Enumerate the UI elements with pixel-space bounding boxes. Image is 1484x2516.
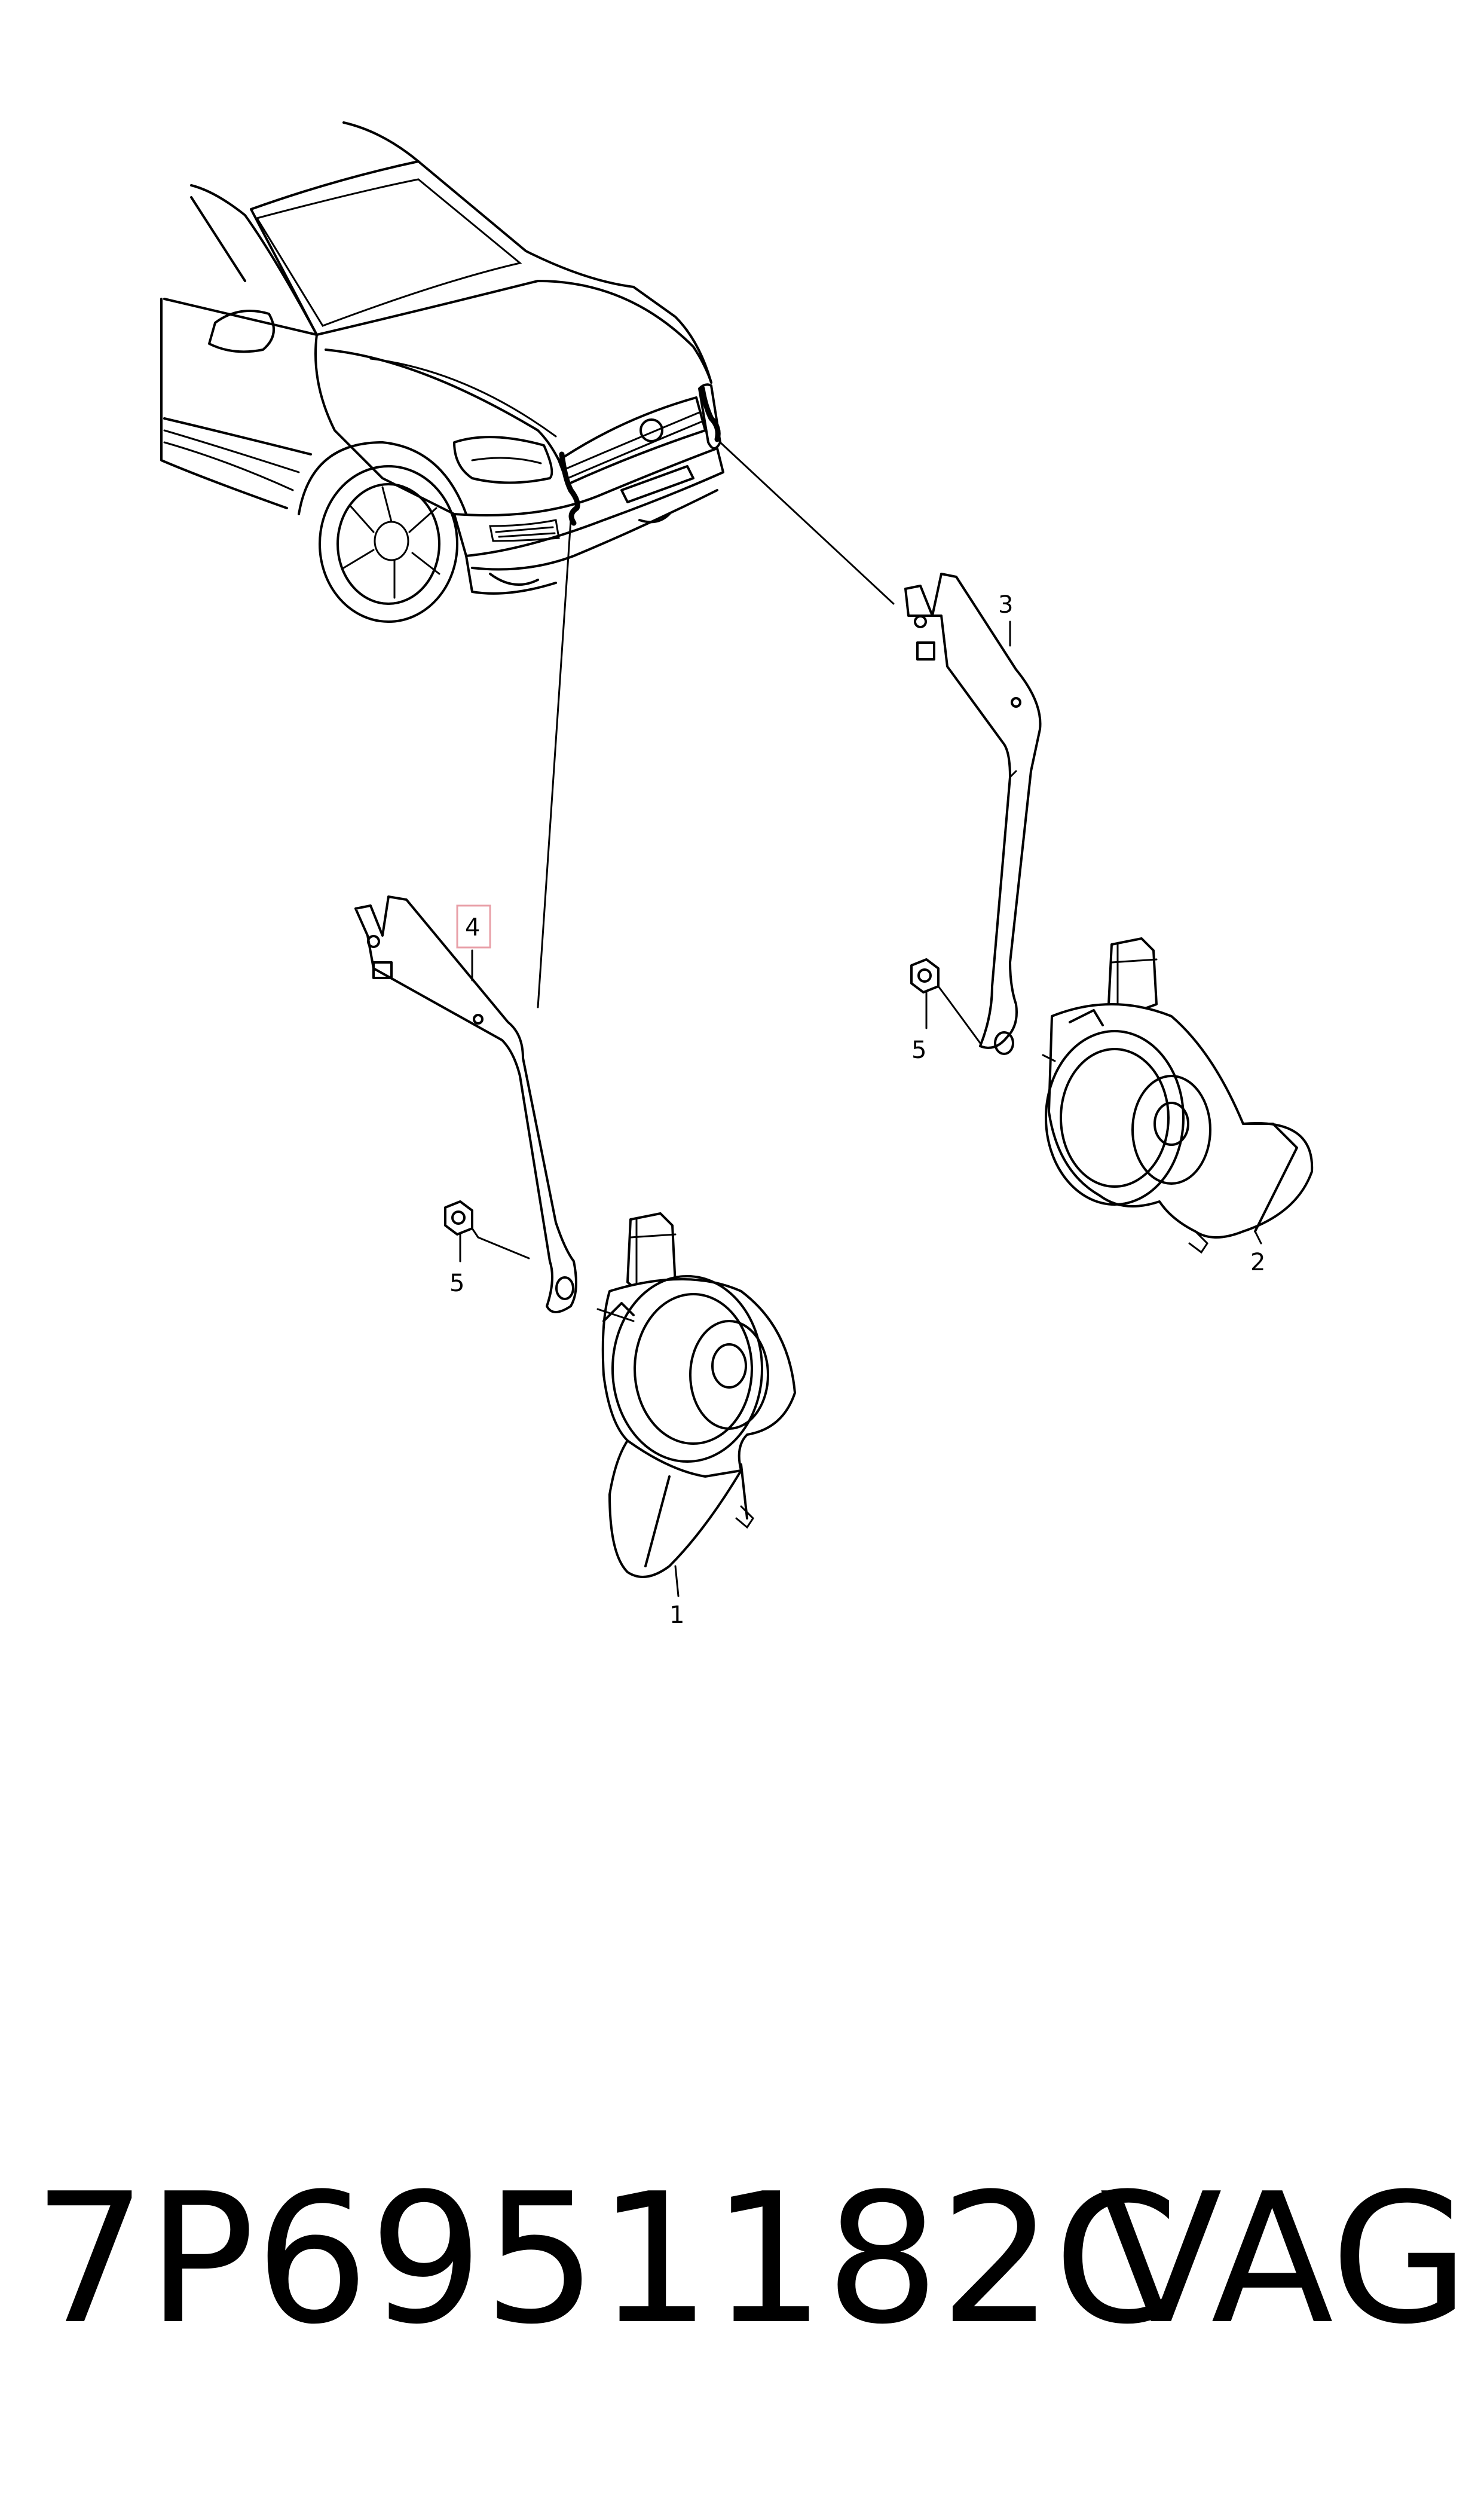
callout-5-right: 5: [911, 1037, 926, 1064]
part-number: 7P6951182C: [33, 2155, 1179, 2364]
brand-name: VAG: [1100, 2155, 1470, 2364]
callout-4: 4: [465, 914, 480, 941]
leader-nut-left-a: [477, 1236, 530, 1259]
leader-nut-right: [946, 997, 981, 1044]
leader-right: [719, 441, 895, 605]
vehicle-illustration: [160, 121, 724, 623]
horn-1: [601, 1212, 796, 1578]
nut-5-left: [444, 1200, 479, 1239]
nut-5-right: [910, 958, 948, 999]
leader-2: [1254, 1230, 1262, 1245]
parts-diagram: 3 4 5 5 2 1: [160, 121, 1314, 1629]
leader-nut-left-b: [596, 1308, 635, 1322]
callout-1: 1: [669, 1601, 684, 1629]
leader-left: [537, 519, 572, 1008]
callout-2: 2: [1250, 1249, 1265, 1276]
callout-4-highlight: [456, 904, 491, 949]
leader-1: [674, 1565, 680, 1597]
diagram-svg: 3 4 5 5 2 1: [160, 121, 1314, 1629]
bracket-4: [354, 895, 577, 1313]
footer: 7P6951182C VAG: [0, 2152, 1484, 2367]
callout-3: 3: [998, 591, 1013, 619]
callout-5-left: 5: [449, 1270, 464, 1297]
bracket-3: [904, 573, 1042, 1055]
horn-2: [1045, 937, 1314, 1254]
leader-horn-right: [1042, 1054, 1056, 1062]
